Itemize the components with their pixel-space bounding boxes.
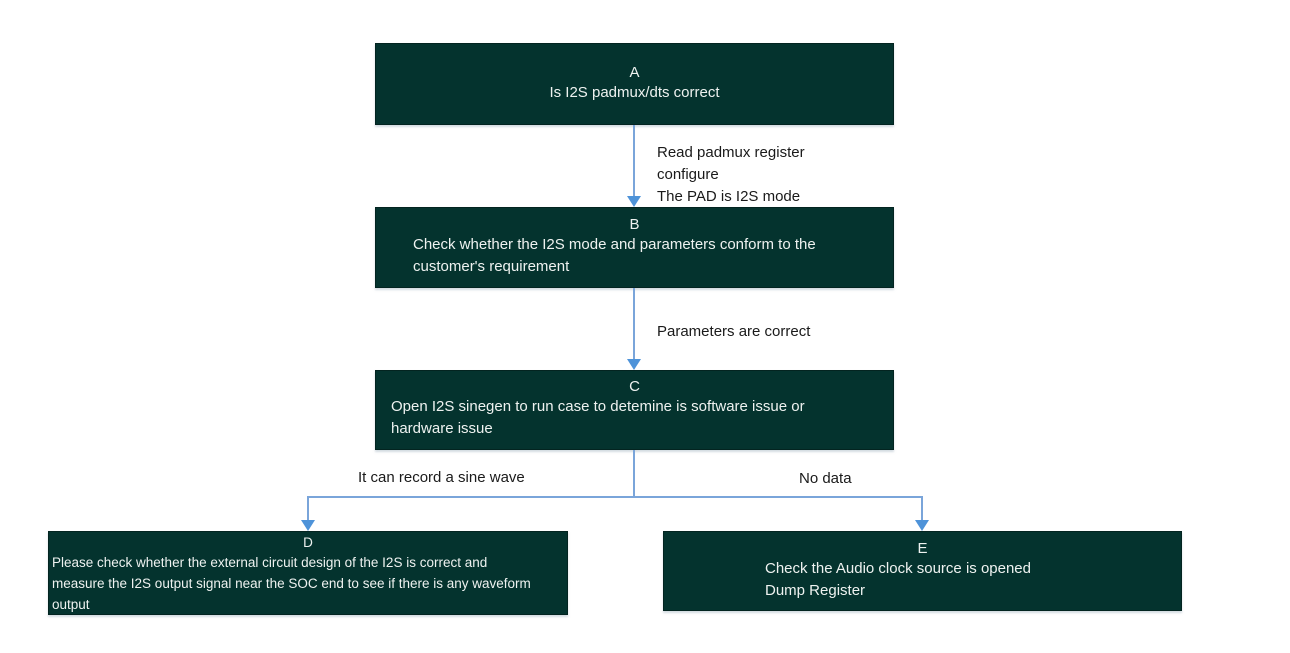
edge-label-b-c: Parameters are correct bbox=[657, 323, 811, 340]
connector-c-stub-line bbox=[633, 450, 635, 498]
node-a-letter: A bbox=[629, 64, 640, 81]
node-b-text-line1: Check whether the I2S mode and parameter… bbox=[413, 236, 816, 253]
node-c-text-line1: Open I2S sinegen to run case to detemine… bbox=[391, 398, 805, 415]
node-d-text-line1: Please check whether the external circui… bbox=[52, 555, 488, 570]
node-b-text-line2: customer's requirement bbox=[413, 258, 570, 275]
arrowhead-down-icon bbox=[301, 520, 315, 531]
flowchart-node-b: B Check whether the I2S mode and paramet… bbox=[375, 207, 894, 288]
edge-label-c-d: It can record a sine wave bbox=[358, 469, 525, 486]
node-d-text-line2: measure the I2S output signal near the S… bbox=[52, 576, 531, 591]
node-e-letter: E bbox=[917, 540, 928, 557]
node-a-text: Is I2S padmux/dts correct bbox=[549, 84, 720, 101]
connector-c-e-drop-line bbox=[921, 496, 923, 521]
edge-label-a-b: Read padmux register configure The PAD i… bbox=[657, 142, 847, 208]
arrowhead-down-icon bbox=[915, 520, 929, 531]
node-e-text-line2: Dump Register bbox=[765, 582, 866, 599]
node-c-letter: C bbox=[629, 378, 640, 395]
node-d-text-line3: output bbox=[52, 597, 90, 612]
node-e-text-line1: Check the Audio clock source is opened bbox=[765, 560, 1031, 577]
connector-b-c-line bbox=[633, 288, 635, 360]
edge-label-c-e: No data bbox=[799, 470, 852, 487]
edge-label-a-b-line2: configure bbox=[657, 166, 719, 183]
flowchart-node-a: A Is I2S padmux/dts correct bbox=[375, 43, 894, 125]
flowchart-node-e: E Check the Audio clock source is opened… bbox=[663, 531, 1182, 611]
node-c-text-line2: hardware issue bbox=[391, 420, 493, 437]
connector-a-b-line bbox=[633, 125, 635, 197]
edge-label-a-b-line1: Read padmux register bbox=[657, 144, 805, 161]
arrowhead-down-icon bbox=[627, 359, 641, 370]
flowchart-node-c: C Open I2S sinegen to run case to detemi… bbox=[375, 370, 894, 450]
arrowhead-down-icon bbox=[627, 196, 641, 207]
node-d-letter: D bbox=[303, 535, 313, 550]
connector-c-d-drop-line bbox=[307, 496, 309, 521]
connector-branch-line bbox=[307, 496, 923, 498]
flowchart-node-d: D Please check whether the external circ… bbox=[48, 531, 568, 615]
edge-label-a-b-line3: The PAD is I2S mode bbox=[657, 188, 801, 205]
node-b-letter: B bbox=[629, 216, 640, 233]
